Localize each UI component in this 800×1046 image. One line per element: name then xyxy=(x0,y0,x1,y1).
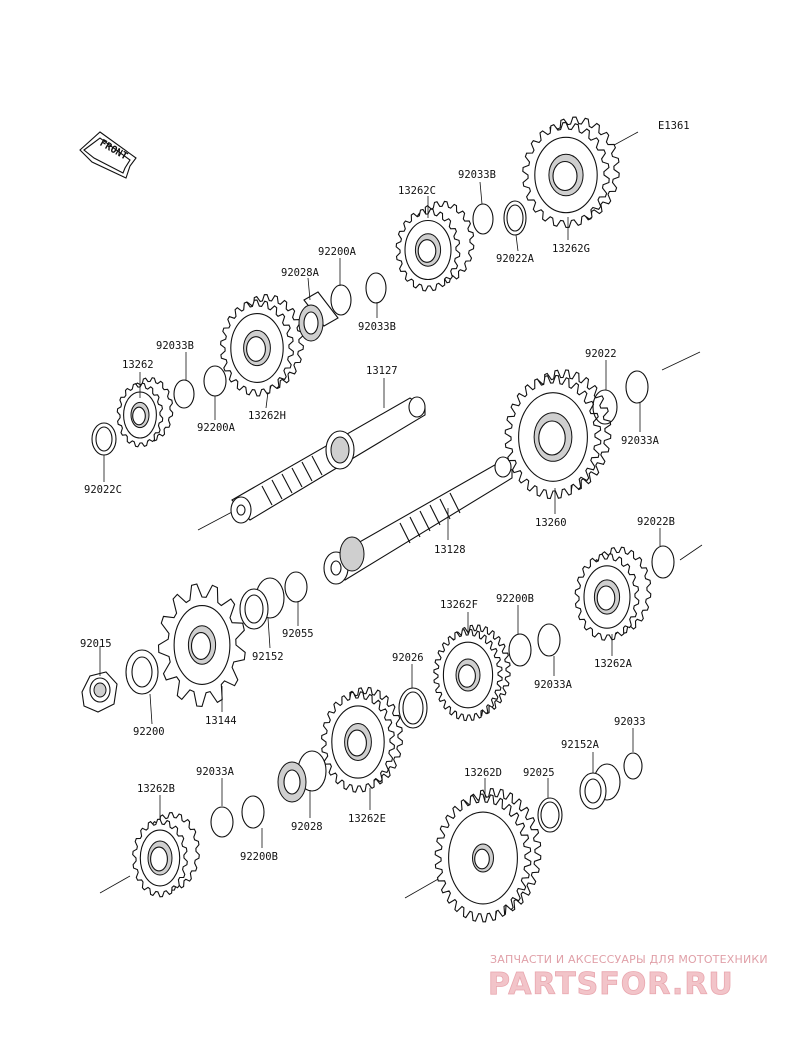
label-92015: 92015 xyxy=(80,638,112,650)
label-92200A-left: 92200A xyxy=(197,422,236,434)
gear-13262D xyxy=(434,788,542,923)
circlip-92033B-mid xyxy=(365,272,387,304)
label-92033B-top: 92033B xyxy=(458,169,496,181)
front-arrow-icon: FRONT xyxy=(79,131,137,179)
label-92022: 92022 xyxy=(585,348,617,360)
label-13262H: 13262H xyxy=(248,410,286,422)
ring-92055 xyxy=(284,571,308,603)
circlip-92033 xyxy=(623,752,643,780)
gear-13262A xyxy=(574,546,652,641)
washer-92022A xyxy=(503,200,527,236)
label-92033A-right: 92033A xyxy=(621,435,660,447)
label-92025: 92025 xyxy=(523,767,555,779)
washer-92022 xyxy=(592,389,618,425)
circlip-92033A-low xyxy=(210,806,234,838)
label-92200B-low: 92200B xyxy=(240,851,278,863)
label-92033B-left: 92033B xyxy=(156,340,194,352)
label-92028: 92028 xyxy=(291,821,323,833)
label-92033A-low: 92033A xyxy=(196,766,235,778)
watermark-tagline: ЗАПЧАСТИ И АКСЕССУАРЫ ДЛЯ МОТОТЕХНИКИ xyxy=(490,953,768,966)
label-13262F: 13262F xyxy=(440,599,478,611)
shaft-13128 xyxy=(323,456,513,585)
label-13262B: 13262B xyxy=(137,783,175,795)
label-92055: 92055 xyxy=(282,628,314,640)
washer-92022B xyxy=(651,545,675,579)
sprocket-13144 xyxy=(157,583,246,707)
washer-92025 xyxy=(537,797,563,833)
label-13144: 13144 xyxy=(205,715,237,727)
watermark: ЗАПЧАСТИ И АКСЕССУАРЫ ДЛЯ МОТОТЕХНИКИ PA… xyxy=(488,953,768,1002)
label-92022B: 92022B xyxy=(637,516,675,528)
label-13260: 13260 xyxy=(535,517,567,529)
washer-92026 xyxy=(398,687,428,729)
gear-13262C xyxy=(395,200,475,292)
ref-code: E1361 xyxy=(658,120,690,132)
label-92200A-top: 92200A xyxy=(318,246,357,258)
shaft-13127 xyxy=(230,396,426,524)
gears-group xyxy=(116,116,652,923)
label-92022C: 92022C xyxy=(84,484,122,496)
label-13262: 13262 xyxy=(122,359,154,371)
bush-92200A-left xyxy=(203,365,227,397)
bush-92200A-top xyxy=(330,284,352,316)
label-13128: 13128 xyxy=(434,544,466,556)
label-92033: 92033 xyxy=(614,716,646,728)
gear-13262 xyxy=(116,377,174,448)
label-13262C: 13262C xyxy=(398,185,436,197)
circlip-92033A-right xyxy=(625,370,649,404)
label-92026: 92026 xyxy=(392,652,424,664)
part-labels: 13262C 92033B 92022A 13262G 92200A 92028… xyxy=(80,169,675,863)
gear-13262E xyxy=(321,686,403,793)
label-92200: 92200 xyxy=(133,726,165,738)
label-13262D: 13262D xyxy=(464,767,502,779)
circlip-92033A-mid xyxy=(537,623,561,657)
label-13262A: 13262A xyxy=(594,658,633,670)
gear-13262B xyxy=(132,812,200,898)
rings-group xyxy=(91,200,675,838)
label-13127: 13127 xyxy=(366,365,398,377)
gear-13262F xyxy=(433,624,511,722)
bearings-group xyxy=(81,291,621,810)
label-92033A-mid: 92033A xyxy=(534,679,573,691)
label-92152A: 92152A xyxy=(561,739,600,751)
circlip-92033B-left xyxy=(173,379,195,409)
leader-lines xyxy=(99,181,661,848)
label-92033B-mid: 92033B xyxy=(358,321,396,333)
gear-13262G xyxy=(522,116,620,228)
bush-92200B-low xyxy=(241,795,265,829)
watermark-logo: PARTSFOR.RU xyxy=(488,967,734,1002)
label-92028A: 92028A xyxy=(281,267,320,279)
circlip-92033B-top xyxy=(472,203,494,235)
gear-13260 xyxy=(504,369,612,500)
label-13262G: 13262G xyxy=(552,243,590,255)
label-92200B-top: 92200B xyxy=(496,593,534,605)
label-13262E: 13262E xyxy=(348,813,386,825)
bush-92200B-top xyxy=(508,633,532,667)
label-92152: 92152 xyxy=(252,651,284,663)
washer-92200 xyxy=(125,649,159,695)
label-92022A: 92022A xyxy=(496,253,535,265)
gear-13262H xyxy=(220,294,304,397)
